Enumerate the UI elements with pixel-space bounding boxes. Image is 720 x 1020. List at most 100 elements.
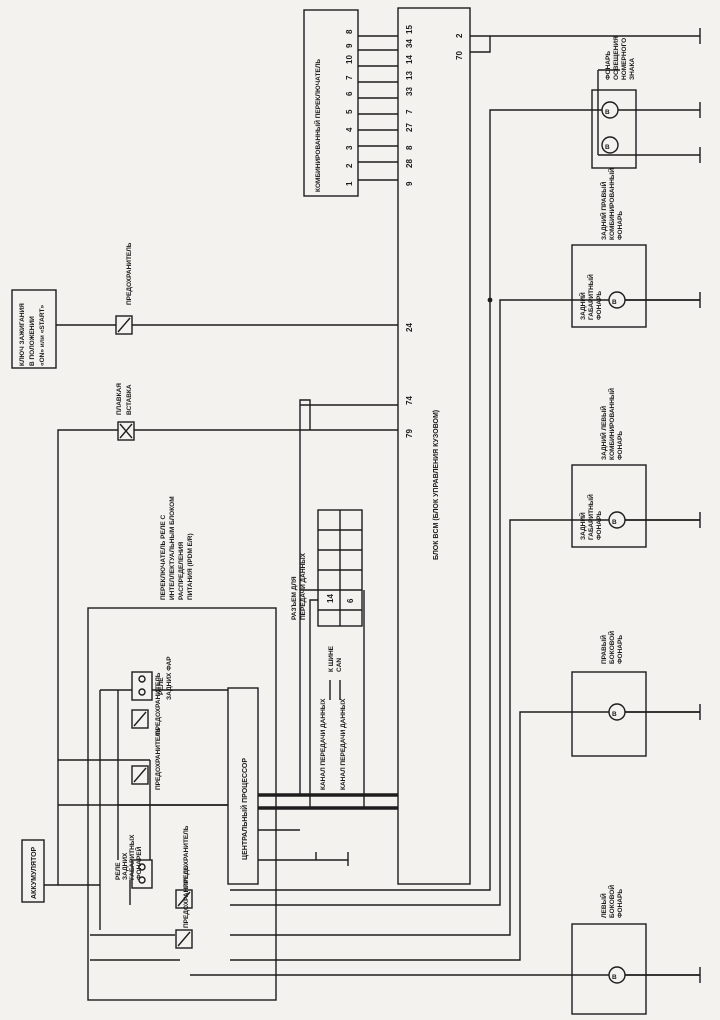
- svg-text:9: 9: [405, 181, 414, 186]
- can-low-label: КАНАЛ ПЕРЕДАЧИ ДАННЫХ: [340, 698, 347, 790]
- svg-text:В: В: [612, 519, 617, 526]
- bcm-pin-74: 74: [405, 396, 414, 405]
- fusible-link-label-2: ВСТАВКА: [126, 384, 133, 415]
- ignition-label-3: «ON» или «START»: [39, 304, 46, 366]
- connector-pin-14: 14: [326, 594, 335, 603]
- cpu-label: ЦЕНТРАЛЬНЫЙ ПРОЦЕССОР: [240, 758, 249, 860]
- plate-lamp-label-2: ОСВЕЩЕНИЯ: [613, 36, 620, 80]
- relay-parking-lamp: РЕЛЕ ЗАДНИХ ГАБАРИТНЫХ ФОНАРЕЙ: [115, 834, 153, 889]
- data-connector-label-2: ПЕРЕДАЧИ ДАННЫХ: [300, 552, 307, 620]
- svg-text:ЗАДНИЙ ЛЕВЫЙ: ЗАДНИЙ ЛЕВЫЙ: [599, 406, 608, 460]
- svg-text:В: В: [605, 109, 610, 116]
- svg-text:ЗАДНИЙ: ЗАДНИЙ: [578, 512, 587, 540]
- bcm-pin-2: 2: [455, 33, 464, 38]
- lamp-side-left: В ЛЕВЫЙ БОКОВОЙ ФОНАРЬ: [571, 885, 647, 1015]
- svg-text:9: 9: [345, 43, 354, 48]
- bcm-pin-24: 24: [405, 323, 414, 332]
- can-arrows: [329, 680, 341, 700]
- battery-box: АККУМУЛЯТОР: [21, 839, 45, 903]
- svg-text:14: 14: [405, 55, 414, 64]
- combination-switch-box: КОМБИНИРОВАННЫЙ ПЕРЕКЛЮЧАТЕЛЬ 1 2 3 4 5 …: [303, 9, 359, 197]
- svg-text:ФОНАРЬ: ФОНАРЬ: [617, 431, 624, 460]
- svg-text:ЗАДНИЙ: ЗАДНИЙ: [578, 292, 587, 320]
- svg-text:ФОНАРЬ: ФОНАРЬ: [617, 889, 624, 918]
- combination-switch-label: КОМБИНИРОВАННЫЙ ПЕРЕКЛЮЧАТЕЛЬ: [313, 59, 322, 192]
- svg-text:10: 10: [345, 55, 354, 64]
- lamp-ground-wires: [625, 299, 700, 976]
- svg-text:В: В: [612, 974, 617, 981]
- fuse-c: ПРЕДОХРАНИТЕЛЬ: [175, 825, 193, 909]
- bcm-label: БЛОК BCM (БЛОК УПРАВЛЕНИЯ КУЗОВОМ): [433, 410, 440, 560]
- lamp-plate-2: В: [601, 136, 619, 154]
- ipdm-label-1: ПЕРЕКЛЮЧАТЕЛЬ РЕЛЕ С: [160, 515, 167, 600]
- lamp-rear-left: В ЗАДНИЙ ГАБАРИТНЫЙ ФОНАРЬ ЗАДНИЙ ЛЕВЫЙ …: [571, 388, 647, 548]
- wire-rear-left: [230, 519, 700, 936]
- lamp-plate-1: В: [601, 101, 619, 119]
- can-to-label-2: CAN: [336, 658, 343, 672]
- svg-text:8: 8: [405, 145, 414, 150]
- svg-text:13: 13: [405, 71, 414, 80]
- wire-bcm-2-70: [470, 35, 700, 53]
- svg-text:ФОНАРЬ: ФОНАРЬ: [617, 635, 624, 664]
- can-to-label-1: К ШИНЕ: [328, 645, 335, 672]
- svg-text:15: 15: [405, 25, 414, 34]
- bcm-pin-79: 79: [405, 429, 414, 438]
- relay-tail-lamp: РЕЛЕ ЗАДНИХ ФАР: [131, 656, 173, 701]
- lamp-side-right: В ПРАВЫЙ БОКОВОЙ ФОНАРЬ: [571, 631, 647, 757]
- relay-tail-label-2: ЗАДНИХ ФАР: [166, 656, 173, 700]
- plate-lamp-label-4: ЗНАКА: [629, 58, 636, 80]
- relay-tail-label-1: РЕЛЕ: [158, 677, 165, 695]
- combination-switch-outputs: 1 2 3 4 5 6 7 10 9 8: [345, 29, 354, 186]
- svg-text:В: В: [612, 711, 617, 718]
- fusible-link: ПЛАВКАЯ ВСТАВКА: [116, 383, 135, 441]
- fuse-d: ПРЕДОХРАНИТЕЛЬ: [175, 865, 193, 949]
- fuse-a: ПРЕДОХРАНИТЕЛЬ: [131, 672, 162, 735]
- fuse-b: ПРЕДОХРАНИТЕЛЬ: [131, 727, 162, 790]
- ipdm-label-3: РАСПРЕДЕЛЕНИЯ: [178, 541, 185, 600]
- fusible-link-label-1: ПЛАВКАЯ: [116, 383, 123, 415]
- bcm-box: БЛОК BCM (БЛОК УПРАВЛЕНИЯ КУЗОВОМ) 24 74…: [397, 7, 471, 885]
- svg-text:6: 6: [345, 91, 354, 96]
- ipdm-label-4: ПИТАНИЯ (IPDM E/R): [187, 533, 194, 600]
- svg-text:27: 27: [405, 123, 414, 132]
- svg-text:В: В: [612, 299, 617, 306]
- ignition-label-1: КЛЮЧ ЗАЖИГАНИЯ: [19, 303, 26, 366]
- junction-1: [487, 297, 493, 303]
- fuse-ignition: ПРЕДОХРАНИТЕЛЬ: [115, 242, 133, 335]
- relay-parking-label-4: ФОНАРЕЙ: [134, 846, 143, 880]
- svg-text:8: 8: [345, 29, 354, 34]
- relay-parking-label-2: ЗАДНИХ: [122, 852, 129, 880]
- svg-text:7: 7: [405, 109, 414, 114]
- svg-text:БОКОВОЙ: БОКОВОЙ: [607, 631, 616, 664]
- svg-text:4: 4: [345, 127, 354, 132]
- svg-text:5: 5: [345, 109, 354, 114]
- svg-text:В: В: [605, 144, 610, 151]
- plate-lamp-label-1: ФОНАРЬ: [605, 51, 612, 80]
- combination-switch-wires: [358, 35, 398, 181]
- svg-text:34: 34: [405, 39, 414, 48]
- relay-parking-label-3: ГАБАРИТНЫХ: [129, 834, 136, 880]
- cpu-ground-wire: [258, 829, 348, 861]
- svg-text:ФОНАРЬ: ФОНАРЬ: [596, 511, 603, 540]
- bcm-row-pins: 9 28 8 27 7 33 13 14 34 15: [405, 25, 414, 186]
- fuse-main-label: ПРЕДОХРАНИТЕЛЬ: [126, 242, 133, 305]
- ignition-label-2: В ПОЛОЖЕНИИ: [29, 316, 36, 366]
- wire-connector-fusible: [299, 399, 311, 590]
- svg-text:ФОНАРЬ: ФОНАРЬ: [596, 291, 603, 320]
- svg-text:КОМБИНИРОВАННЫЙ: КОМБИНИРОВАННЫЙ: [607, 388, 616, 460]
- svg-text:3: 3: [345, 145, 354, 150]
- svg-text:1: 1: [345, 181, 354, 186]
- cpu-box: ЦЕНТРАЛЬНЫЙ ПРОЦЕССОР: [227, 687, 259, 885]
- svg-text:ГАБАРИТНЫЙ: ГАБАРИТНЫЙ: [586, 494, 595, 540]
- lamp-rear-right: В ЗАДНИЙ ГАБАРИТНЫЙ ФОНАРЬ ЗАДНИЙ ПРАВЫЙ…: [571, 168, 647, 328]
- wire-rear-lamps: [230, 109, 700, 891]
- svg-text:7: 7: [345, 75, 354, 80]
- data-connector-label-1: РАЗЪЕМ ДЛЯ: [291, 576, 298, 620]
- fuse-a-label: ПРЕДОХРАНИТЕЛЬ: [155, 672, 162, 735]
- relay-parking-label-1: РЕЛЕ: [115, 862, 122, 880]
- svg-text:ЗАДНИЙ ПРАВЫЙ: ЗАДНИЙ ПРАВЫЙ: [599, 181, 608, 240]
- ipdm-lower-wires: [90, 880, 180, 961]
- wire-rear-right: [230, 299, 700, 906]
